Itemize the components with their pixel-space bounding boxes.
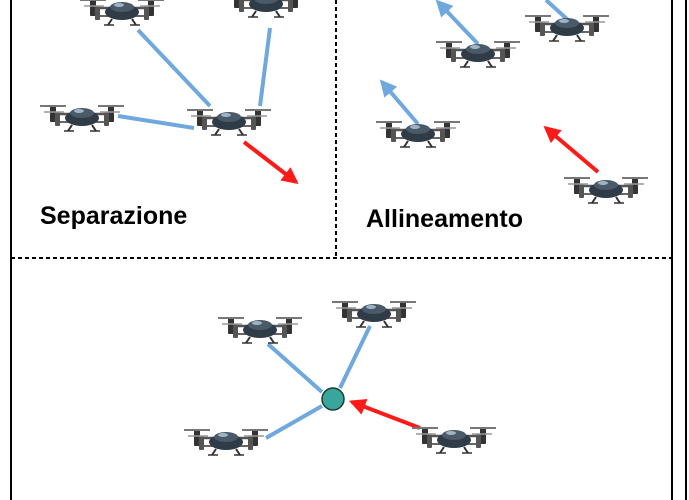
- alignment-label: Allineamento: [366, 205, 523, 233]
- drone-icon: [38, 104, 126, 133]
- drone-icon: [562, 176, 650, 205]
- neighbor-link: [136, 28, 212, 108]
- drone-icon: [374, 120, 462, 149]
- alignment-arrow: [543, 125, 600, 174]
- neighbor-link: [338, 325, 372, 389]
- drone-icon: [216, 316, 304, 345]
- drone-icon: [182, 428, 270, 457]
- neighbor-link: [258, 27, 272, 107]
- separation-panel: [38, 0, 310, 185]
- neighbor-link: [265, 404, 323, 440]
- separation-label: Separazione: [40, 202, 188, 230]
- alignment-panel: [374, 0, 650, 205]
- separation-arrow: [242, 140, 299, 185]
- drone-icon: [434, 40, 522, 69]
- center-of-mass-marker: [321, 387, 345, 411]
- heading-arrow: [435, 0, 480, 46]
- neighbor-link: [117, 114, 195, 130]
- drone-icon: [78, 0, 166, 27]
- drone-icon: [410, 426, 498, 455]
- drone-icon: [222, 0, 310, 19]
- heading-arrow: [544, 0, 570, 22]
- drone-icon: [523, 14, 611, 43]
- cohesion-panel: [182, 300, 498, 457]
- heading-arrow: [379, 79, 420, 126]
- cohesion-arrow: [348, 398, 421, 430]
- neighbor-link: [266, 342, 324, 394]
- drone-icon: [330, 300, 418, 329]
- drone-icon: [185, 108, 273, 137]
